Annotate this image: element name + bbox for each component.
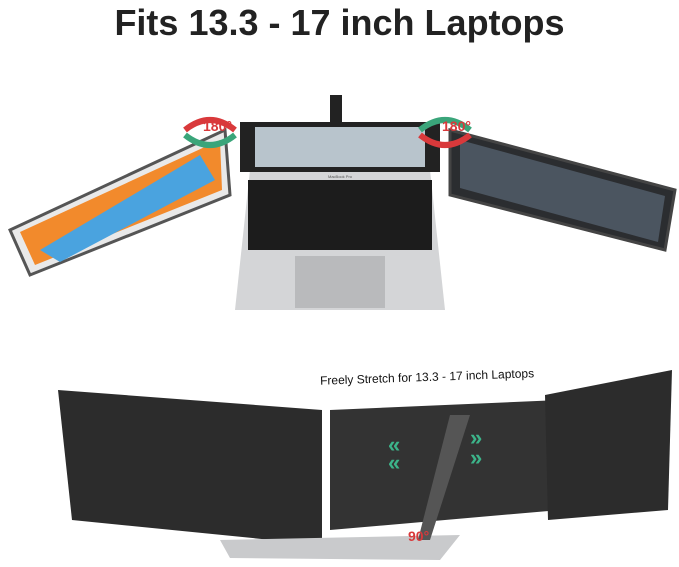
headline: Fits 13.3 - 17 inch Laptops (114, 2, 565, 43)
left-panel (58, 390, 322, 545)
rotation-label-left: 180° (203, 118, 232, 134)
video-call-screen (255, 127, 425, 167)
keyboard (248, 180, 432, 250)
right-panel (545, 370, 672, 520)
svg-text:«: « (388, 450, 400, 475)
back-view: « « » » (58, 370, 672, 560)
laptop-top-view: MacBook Pro (235, 170, 445, 310)
arrow-right-icon: » (470, 425, 482, 450)
svg-text:»: » (470, 445, 482, 470)
kickstand (418, 415, 470, 540)
laptop-base-bottom (220, 535, 460, 560)
trackpad (295, 256, 385, 308)
webcam-mount (330, 95, 342, 123)
center-screen (240, 95, 440, 172)
laptop-label: MacBook Pro (328, 174, 353, 179)
rotation-label-stand: 90° (408, 528, 430, 544)
rotate-arrow-left-icon (183, 117, 237, 133)
arrow-left-icon: « (388, 432, 400, 457)
right-monitor (448, 128, 677, 252)
left-monitor (8, 127, 232, 277)
rotation-label-right: 180° (442, 118, 471, 134)
rotate-arrow-right-icon (418, 117, 472, 133)
